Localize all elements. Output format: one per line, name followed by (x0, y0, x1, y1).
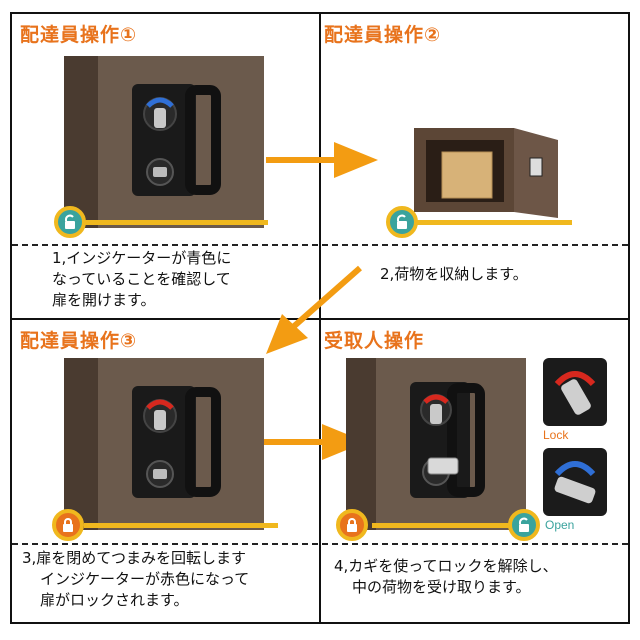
blue-indicator (554, 461, 596, 477)
panel-3-bar (84, 523, 278, 528)
panel-4-bar (372, 523, 512, 528)
panel-4-illustration (346, 358, 526, 530)
caption-line: 2,荷物を収納します。 (380, 265, 528, 283)
panel-4-title: 受取人操作 (324, 330, 425, 352)
unlocked-padlock-icon (386, 206, 418, 238)
lock-state-inset (543, 358, 607, 426)
panel-2-illustration (414, 128, 558, 218)
panel-2-bar (402, 220, 572, 225)
caption-line: 3,扉を閉めてつまみを回転します (22, 549, 247, 567)
caption-line: 4,カギを使ってロックを解除し、 (334, 557, 558, 575)
box-side-panel (64, 358, 98, 530)
arrow-icon (266, 142, 378, 178)
panel-2-caption: 2,荷物を収納します。 (380, 264, 528, 285)
arrow-icon (266, 265, 362, 354)
door-handle (447, 383, 485, 497)
key-slot (153, 469, 167, 479)
knob-grip (561, 379, 591, 415)
red-indicator (423, 394, 449, 404)
lock-label: Lock (543, 428, 569, 442)
instruction-grid (10, 12, 630, 624)
door-handle (185, 85, 221, 195)
panel-3-caption: 3,扉を閉めてつまみを回転します インジケーターが赤色になって 扉がロックされま… (22, 548, 249, 611)
red-indicator (554, 371, 596, 387)
horizontal-divider (12, 318, 628, 320)
locked-padlock-icon (52, 509, 84, 541)
key-slot (153, 167, 167, 177)
locked-padlock-icon (336, 509, 368, 541)
caption-line: 1,インジケーターが青色に (52, 249, 232, 267)
inserted-key (427, 457, 459, 475)
open-label: Open (545, 518, 575, 532)
door-handle (185, 387, 221, 497)
knob-grip (430, 404, 442, 424)
knob-grip (154, 410, 166, 430)
caption-line: 中の荷物を受け取ります。 (352, 578, 531, 596)
knob-grip (554, 476, 596, 504)
unlocked-padlock-icon (54, 206, 86, 238)
knob-grip (154, 108, 166, 128)
unlocked-padlock-icon (508, 509, 540, 541)
panel-1-title: 配達員操作① (20, 24, 138, 46)
box-side-panel (64, 56, 98, 228)
blue-indicator (146, 97, 174, 108)
caption-line: インジケーターが赤色になって (40, 570, 250, 588)
panel-3-illustration (64, 358, 264, 530)
panel-4-caption: 4,カギを使ってロックを解除し、 中の荷物を受け取ります。 (334, 556, 558, 598)
panel-1-illustration (64, 56, 264, 228)
caption-line: 扉がロックされます。 (40, 591, 189, 609)
arrow-icon (264, 424, 366, 460)
caption-line: 扉を開けます。 (52, 291, 156, 309)
open-state-inset (543, 448, 607, 516)
caption-line: なっていることを確認して (52, 270, 231, 288)
parcel (441, 151, 493, 199)
dashed-separator-bottom (12, 543, 628, 545)
panel-2-title: 配達員操作② (324, 24, 442, 46)
box-side-panel (346, 358, 376, 530)
door-latch (529, 157, 543, 177)
dashed-separator-top (12, 244, 628, 246)
panel-3-title: 配達員操作③ (20, 330, 138, 352)
panel-1-bar (84, 220, 268, 225)
red-indicator (146, 399, 174, 410)
panel-1-caption: 1,インジケーターが青色に なっていることを確認して 扉を開けます。 (52, 248, 231, 311)
